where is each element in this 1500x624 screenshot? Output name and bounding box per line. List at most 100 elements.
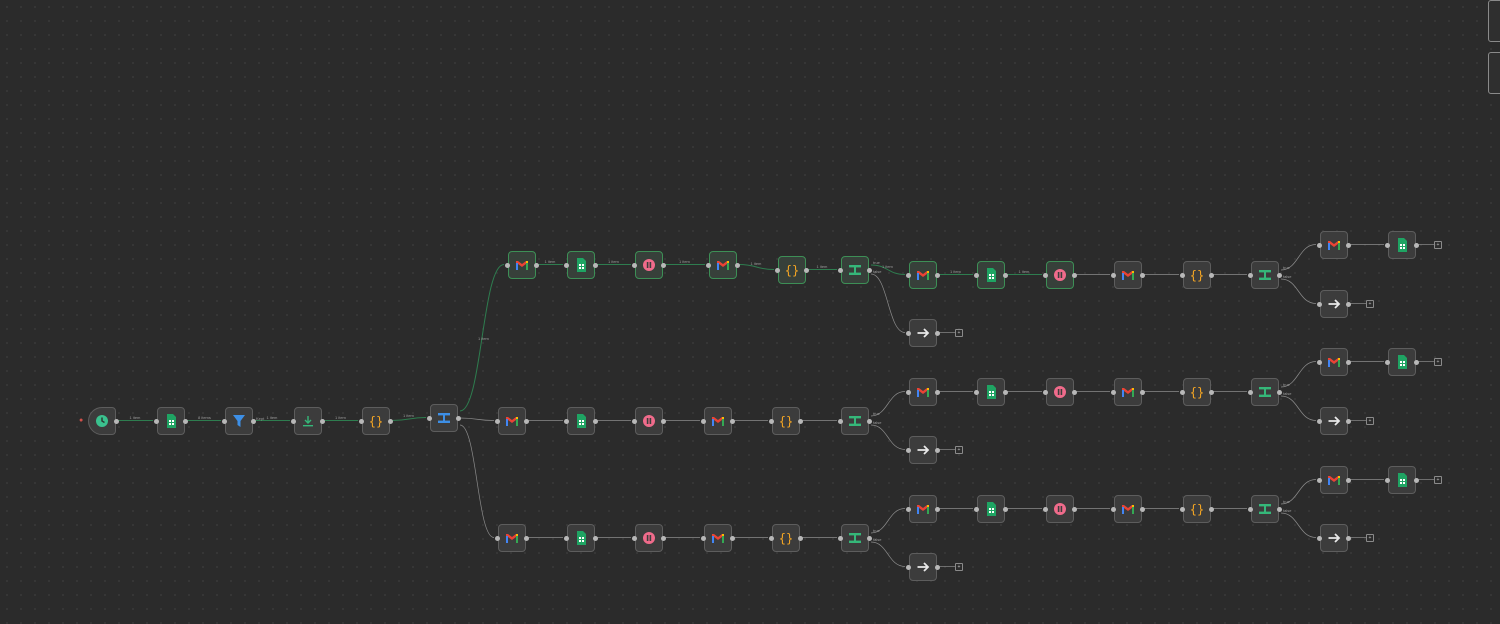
output-port[interactable]: [1072, 390, 1077, 395]
output-port[interactable]: [661, 419, 666, 424]
node-wait6[interactable]: [1043, 495, 1077, 523]
input-port[interactable]: [291, 419, 296, 424]
node-noop5[interactable]: [906, 553, 940, 581]
node-send1[interactable]: [495, 407, 529, 435]
output-port[interactable]: [456, 416, 461, 421]
output-port[interactable]: [798, 419, 803, 424]
output-port[interactable]: [1414, 243, 1419, 248]
node-if8[interactable]: [1248, 378, 1282, 406]
node-gmm[interactable]: [1111, 378, 1145, 406]
node-gmm7[interactable]: [701, 407, 735, 435]
output-port[interactable]: [935, 390, 940, 395]
node-wait2[interactable]: [632, 524, 666, 552]
input-port[interactable]: [222, 419, 227, 424]
input-port[interactable]: [906, 331, 911, 336]
node-if9[interactable]: [838, 524, 872, 552]
input-port[interactable]: [974, 273, 979, 278]
input-port[interactable]: [1111, 507, 1116, 512]
input-port[interactable]: [632, 263, 637, 268]
add-node-button[interactable]: +: [955, 563, 963, 571]
node-send8[interactable]: [1317, 466, 1351, 494]
input-port[interactable]: [701, 536, 706, 541]
input-port[interactable]: [838, 536, 843, 541]
node-code[interactable]: {}: [359, 407, 393, 435]
node-wait4[interactable]: [1043, 261, 1077, 289]
input-port[interactable]: [701, 419, 706, 424]
input-port[interactable]: [495, 536, 500, 541]
add-node-button[interactable]: +: [1434, 241, 1442, 249]
node-trigger[interactable]: [88, 407, 119, 435]
input-port[interactable]: [1043, 273, 1048, 278]
node-gmm1[interactable]: [1111, 495, 1145, 523]
output-port[interactable]: [1003, 390, 1008, 395]
input-port[interactable]: [1385, 360, 1390, 365]
input-port[interactable]: [974, 390, 979, 395]
add-node-button[interactable]: +: [955, 446, 963, 454]
input-port[interactable]: [632, 536, 637, 541]
output-port[interactable]: [1209, 390, 1214, 395]
output-port[interactable]: [114, 419, 119, 424]
input-port[interactable]: [564, 419, 569, 424]
input-port[interactable]: [706, 263, 711, 268]
node-noop6[interactable]: [1317, 524, 1351, 552]
input-port[interactable]: [564, 263, 569, 268]
output-port[interactable]: [1140, 273, 1145, 278]
output-port[interactable]: [1277, 273, 1282, 278]
output-port[interactable]: [320, 419, 325, 424]
input-port[interactable]: [906, 448, 911, 453]
output-port[interactable]: [1072, 273, 1077, 278]
input-port[interactable]: [1317, 536, 1322, 541]
output-port[interactable]: [1140, 390, 1145, 395]
output-port[interactable]: [935, 448, 940, 453]
output-port[interactable]: [661, 263, 666, 268]
input-port[interactable]: [906, 390, 911, 395]
output-port[interactable]: [735, 263, 740, 268]
node-send7[interactable]: [906, 495, 940, 523]
node-noop4[interactable]: [1317, 407, 1351, 435]
node-code4[interactable]: {}: [1180, 378, 1214, 406]
node-upd3[interactable]: [974, 261, 1008, 289]
output-port[interactable]: [1209, 507, 1214, 512]
input-port[interactable]: [1248, 273, 1253, 278]
output-port[interactable]: [593, 419, 598, 424]
node-upd8[interactable]: [1385, 466, 1419, 494]
output-port[interactable]: [798, 536, 803, 541]
node-upd4[interactable]: [974, 378, 1008, 406]
node-switch[interactable]: [427, 404, 461, 432]
output-port[interactable]: [534, 263, 539, 268]
node-code6[interactable]: {}: [1180, 495, 1214, 523]
node-upd5[interactable]: [974, 495, 1008, 523]
node-wait1[interactable]: [632, 251, 666, 279]
input-port[interactable]: [1385, 243, 1390, 248]
add-node-button[interactable]: +: [1366, 417, 1374, 425]
input-port[interactable]: [769, 419, 774, 424]
input-port[interactable]: [1180, 390, 1185, 395]
node-gmm6[interactable]: [701, 524, 735, 552]
output-port[interactable]: [1346, 360, 1351, 365]
input-port[interactable]: [1317, 302, 1322, 307]
node-send5[interactable]: [906, 378, 940, 406]
output-port[interactable]: [388, 419, 393, 424]
output-port[interactable]: [524, 536, 529, 541]
output-port[interactable]: [1003, 507, 1008, 512]
input-port[interactable]: [1180, 273, 1185, 278]
input-port[interactable]: [775, 268, 780, 273]
input-port[interactable]: [1317, 478, 1322, 483]
output-port[interactable]: [935, 565, 940, 570]
node-send6[interactable]: [1317, 348, 1351, 376]
input-port[interactable]: [1385, 478, 1390, 483]
output-port[interactable]: [935, 273, 940, 278]
add-node-button[interactable]: +: [1434, 358, 1442, 366]
output-port[interactable]: [524, 419, 529, 424]
node-gmm5[interactable]: [706, 251, 740, 279]
add-node-button[interactable]: +: [1366, 300, 1374, 308]
node-send2[interactable]: [495, 524, 529, 552]
node-send4[interactable]: [1317, 231, 1351, 259]
output-port[interactable]: [1346, 243, 1351, 248]
output-port[interactable]: [1346, 536, 1351, 541]
output-port[interactable]: [593, 263, 598, 268]
output-port[interactable]: [1003, 273, 1008, 278]
node-send[interactable]: [505, 251, 539, 279]
output-port[interactable]: [1346, 302, 1351, 307]
node-code5[interactable]: {}: [769, 524, 803, 552]
